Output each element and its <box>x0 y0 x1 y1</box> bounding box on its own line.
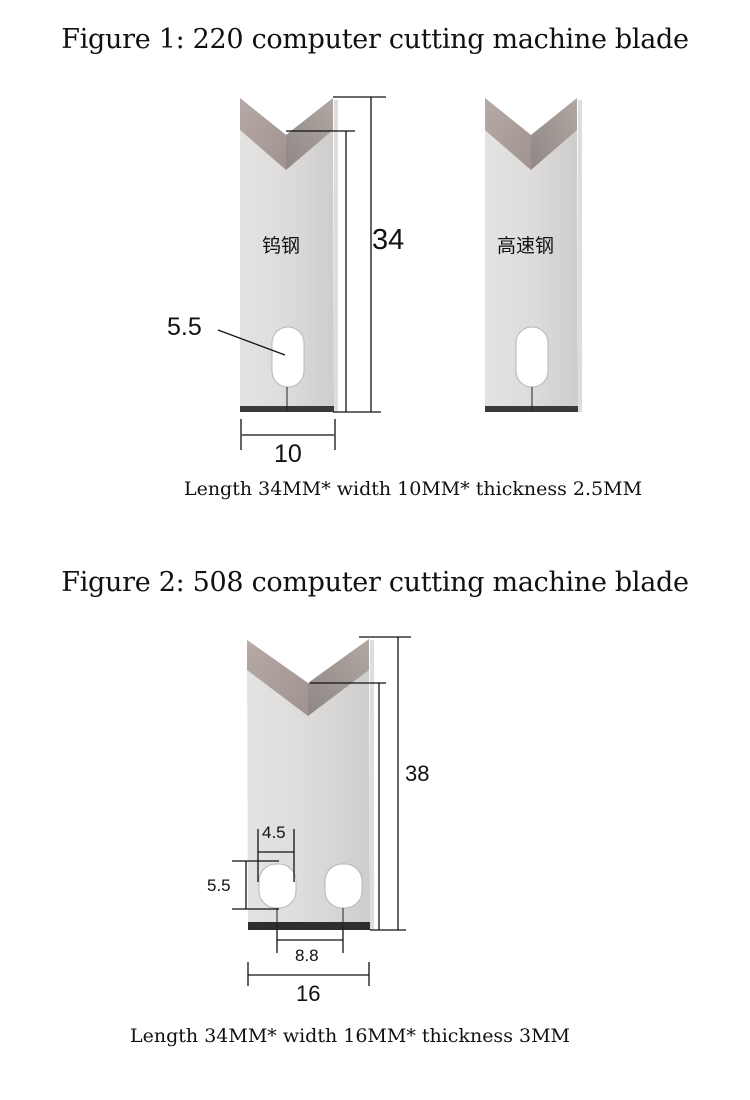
dimension-hole-width-label: 4.5 <box>262 823 286 842</box>
dimension-hole-label: 5.5 <box>167 313 202 341</box>
dimension-hole-height-label: 5.5 <box>207 876 231 895</box>
figure1-spec: Length 34MM* width 10MM* thickness 2.5MM <box>183 478 643 500</box>
figure2-spec: Length 34MM* width 16MM* thickness 3MM <box>130 1025 570 1047</box>
blade-material-label-tungsten: 钨钢 <box>262 235 301 257</box>
dimension-width-label: 10 <box>274 440 302 468</box>
blade-508 <box>247 639 374 930</box>
blade-material-label-hss: 高速钢 <box>497 235 555 257</box>
figure1-diagram <box>217 96 582 450</box>
dimension-hole-spacing-label: 8.8 <box>295 946 319 965</box>
figure1-title: Figure 1: 220 computer cutting machine b… <box>61 24 689 55</box>
blade-tungsten-steel <box>240 98 338 412</box>
dimension-width-label-508: 16 <box>296 981 321 1006</box>
dimension-length-label-508: 38 <box>405 761 430 786</box>
blade-high-speed-steel <box>485 98 582 412</box>
figure2-title: Figure 2: 508 computer cutting machine b… <box>61 567 689 598</box>
dimension-length-label: 34 <box>372 224 405 256</box>
